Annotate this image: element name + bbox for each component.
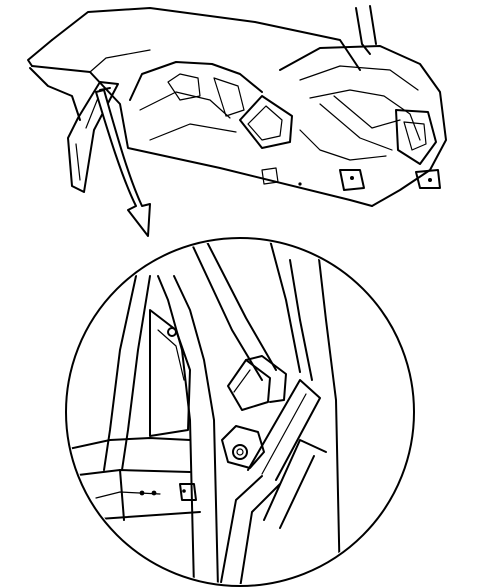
vehicle-body-structure [27, 5, 447, 207]
callout-arrow [95, 87, 151, 237]
detail-pillar-joint [68, 240, 341, 584]
detail-magnifier [65, 237, 415, 587]
